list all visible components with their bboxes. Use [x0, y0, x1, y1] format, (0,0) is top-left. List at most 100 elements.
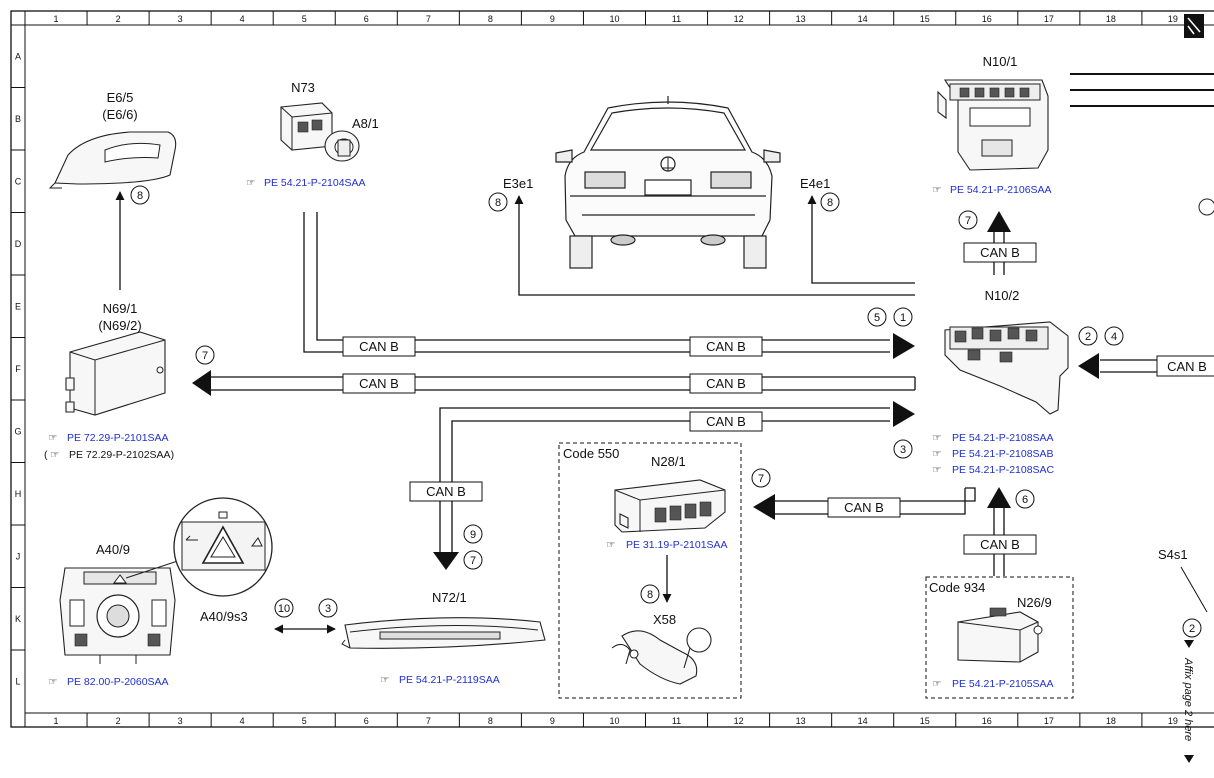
ref-n69-1[interactable]: ☞ PE 72.29-P-2101SAA: [48, 432, 169, 444]
pointing-hand-icon: ☞: [932, 432, 941, 444]
can-b-label: CAN B: [409, 481, 483, 502]
callout-circle: 8: [640, 584, 660, 604]
svg-text:PE 72.29-P-2102SAA): PE 72.29-P-2102SAA): [69, 449, 174, 461]
grid-row-label: E: [15, 301, 21, 311]
grid-col-label: 19: [1168, 14, 1178, 24]
label-n69-2: (N69/2): [98, 318, 141, 333]
grid-row-label: F: [15, 364, 21, 374]
grid-row-label: H: [15, 489, 22, 499]
label-n28-1: N28/1: [651, 454, 686, 469]
ref-n28-1[interactable]: ☞ PE 31.19-P-2101SAA: [606, 539, 728, 551]
svg-text:CAN B: CAN B: [706, 414, 746, 429]
svg-text:8: 8: [827, 197, 833, 209]
callout-circle: 7: [195, 345, 215, 365]
callout-circle: 1: [893, 307, 913, 327]
ref-n10-2-b[interactable]: ☞ PE 54.21-P-2108SAB: [932, 448, 1054, 460]
svg-text:PE 54.21-P-2104SAA: PE 54.21-P-2104SAA: [264, 177, 366, 189]
can-b-label: CAN B: [689, 373, 763, 394]
grid-row-label: A: [15, 51, 21, 61]
grid-row-label: J: [16, 551, 21, 561]
comand-unit-drawing: [59, 497, 273, 664]
label-e4e1: E4e1: [800, 176, 830, 191]
svg-text:CAN B: CAN B: [359, 376, 399, 391]
callout-circle: 10: [274, 598, 294, 618]
grid-row-label: D: [15, 239, 22, 249]
svg-text:5: 5: [874, 312, 880, 324]
control-panel-n72-1-drawing: [341, 617, 546, 649]
can-b-label: CAN B: [963, 242, 1037, 263]
pointing-hand-icon: ☞: [606, 539, 615, 551]
grid-col-label: 16: [982, 14, 992, 24]
grid-col-label: 2: [116, 14, 121, 24]
svg-text:1: 1: [900, 312, 906, 324]
label-n73: N73: [291, 80, 315, 95]
label-a40-9: A40/9: [96, 542, 130, 557]
grid-col-label: 6: [364, 716, 369, 726]
grid-col-label: 3: [178, 716, 183, 726]
pointing-hand-icon: ☞: [380, 674, 389, 686]
callout-circle: 4: [1104, 326, 1124, 346]
svg-text:PE 54.21-P-2108SAB: PE 54.21-P-2108SAB: [952, 448, 1054, 460]
svg-text:PE 31.19-P-2101SAA: PE 31.19-P-2101SAA: [626, 539, 728, 551]
callout-circle: 7: [958, 210, 978, 230]
grid-col-label: 12: [734, 716, 744, 726]
can-b-label: CAN B: [963, 534, 1037, 555]
page-edge-circle: [1198, 198, 1214, 216]
ref-n69-2[interactable]: ( ☞ PE 72.29-P-2102SAA): [44, 449, 174, 461]
label-code-550: Code 550: [563, 446, 619, 461]
ref-n10-2-a[interactable]: ☞ PE 54.21-P-2108SAA: [932, 432, 1054, 444]
label-e6-5: E6/5: [107, 90, 134, 105]
ref-n73[interactable]: ☞ PE 54.21-P-2104SAA: [246, 177, 366, 189]
code-934-box: [925, 576, 1074, 699]
svg-text:3: 3: [900, 444, 906, 456]
grid-col-label: 5: [302, 716, 307, 726]
label-a40-9s3: A40/9s3: [200, 609, 248, 624]
grid-col-label: 12: [734, 14, 744, 24]
label-n10-1: N10/1: [983, 54, 1018, 69]
ref-n72-1[interactable]: ☞ PE 54.21-P-2119SAA: [380, 674, 500, 686]
svg-text:7: 7: [202, 350, 208, 362]
grid-row-label: L: [15, 676, 20, 686]
pointing-hand-icon: ☞: [932, 678, 941, 690]
svg-text:PE 54.21-P-2108SAC: PE 54.21-P-2108SAC: [952, 464, 1055, 476]
grid-col-label: 11: [672, 716, 681, 726]
pointing-hand-icon: ☞: [48, 676, 57, 688]
pointing-hand-icon: ☞: [932, 448, 941, 460]
grid-col-label: 10: [609, 716, 619, 726]
grid-col-label: 17: [1044, 14, 1054, 24]
grid-col-label: 7: [426, 14, 431, 24]
svg-text:CAN B: CAN B: [1167, 359, 1207, 374]
can-b-label: CAN B: [827, 497, 901, 518]
grid-col-label: 16: [982, 716, 992, 726]
grid-col-label: 3: [178, 14, 183, 24]
car-rear-drawing: [555, 96, 781, 269]
svg-text:9: 9: [470, 529, 476, 541]
grid-col-label: 4: [240, 716, 245, 726]
grid-col-label: 4: [240, 14, 245, 24]
can-b-labels: CAN B CAN B CAN B CAN B CAN B CAN B CAN B CAN B…: [342, 242, 1214, 555]
grid-row-label: K: [15, 614, 21, 624]
ref-a40-9[interactable]: ☞ PE 82.00-P-2060SAA: [48, 676, 169, 688]
grid-col-label: 13: [796, 716, 806, 726]
ref-n10-1[interactable]: ☞ PE 54.21-P-2106SAA: [932, 184, 1052, 196]
svg-text:CAN B: CAN B: [706, 339, 746, 354]
reference-links: ☞ PE 54.21-P-2104SAA ☞ PE 54.21-P-2106SA…: [44, 177, 1055, 690]
module-n26-9-drawing: [957, 607, 1043, 663]
callout-circle: 2: [1182, 618, 1202, 638]
svg-text:2: 2: [1189, 623, 1195, 635]
grid-col-label: 18: [1106, 14, 1116, 24]
svg-text:PE 54.21-P-2106SAA: PE 54.21-P-2106SAA: [950, 184, 1052, 196]
grid-col-label: 8: [488, 716, 493, 726]
svg-text:PE 54.21-P-2105SAA: PE 54.21-P-2105SAA: [952, 678, 1054, 690]
ref-n10-2-c[interactable]: ☞ PE 54.21-P-2108SAC: [932, 464, 1055, 476]
affix-page-note: Affix page 2 here: [1182, 657, 1194, 741]
component-labels: E6/5 (E6/6) N73 A8/1 E3e1 E4e1 N10/1 N10…: [96, 54, 1188, 627]
grid-col-label: 1: [54, 716, 59, 726]
grid-col-label: 15: [920, 716, 930, 726]
grid-col-label: 14: [858, 716, 868, 726]
module-n28-1-drawing: [614, 479, 726, 533]
grid-col-label: 11: [672, 14, 681, 24]
ref-n26-9[interactable]: ☞ PE 54.21-P-2105SAA: [932, 678, 1054, 690]
